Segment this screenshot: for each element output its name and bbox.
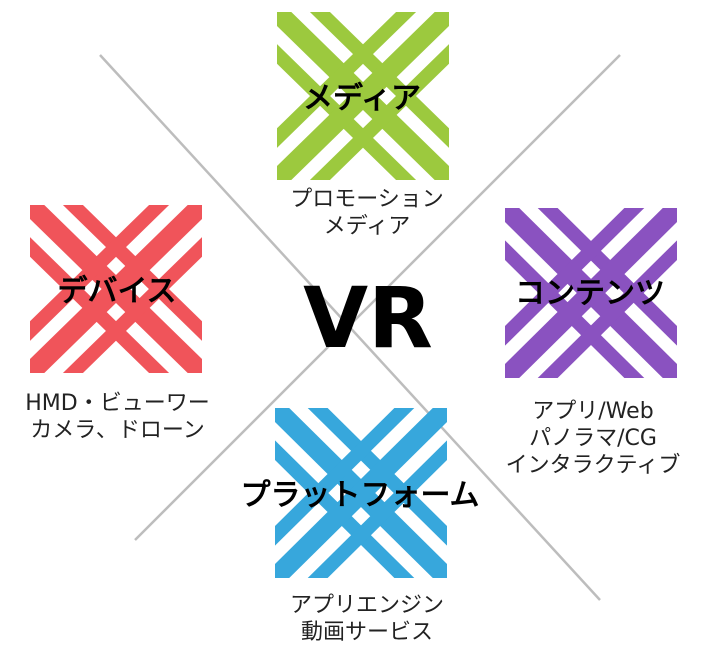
media-title: メディア — [303, 81, 421, 116]
contents-line-3: インタラクティブ — [505, 453, 681, 478]
media-cross-stripe — [277, 12, 417, 148]
platform-cross-stripe — [275, 408, 447, 578]
device-title: デバイス — [57, 274, 177, 309]
contents-line-2: パノラマ/CG — [529, 426, 657, 451]
device-cross-stripe — [30, 205, 202, 373]
contents-cross-stripe — [537, 240, 677, 378]
divider-line-b — [134, 54, 621, 541]
contents-cross-stripe — [505, 208, 645, 346]
platform-cross-stripe — [307, 440, 447, 578]
contents-line-1: アプリ/Web — [532, 399, 654, 424]
platform-title: プラットフォーム — [240, 478, 480, 513]
device-cross-icon — [30, 205, 202, 373]
contents-cross-stripe — [505, 208, 677, 378]
device-cross-stripe — [62, 237, 202, 373]
contents-title: コンテンツ — [515, 276, 665, 311]
media-cross-stripe — [309, 44, 449, 180]
media-line-1: プロモーション — [290, 187, 444, 212]
platform-cross-icon — [275, 408, 447, 578]
platform-line-2: 動画サービス — [300, 620, 433, 645]
device-line-2: カメラ、ドローン — [30, 418, 205, 443]
media-cross-stripe — [277, 12, 449, 180]
contents-description: アプリ/Web パノラマ/CG インタラクティブ — [488, 398, 698, 479]
device-cross-stripe — [30, 205, 170, 341]
contents-cross-icon — [505, 208, 677, 378]
device-line-1: HMD・ビューワー — [25, 391, 210, 416]
platform-line-1: アプリエンジン — [289, 593, 444, 618]
media-cross-icon — [277, 12, 449, 180]
device-description: HMD・ビューワー カメラ、ドローン — [0, 390, 235, 444]
media-description: プロモーション メディア — [262, 186, 472, 240]
center-label: VR — [303, 269, 433, 367]
media-line-2: メディア — [323, 214, 411, 239]
platform-cross-stripe — [275, 408, 415, 546]
platform-description: アプリエンジン 動画サービス — [262, 592, 472, 646]
divider-line-a — [99, 54, 601, 601]
